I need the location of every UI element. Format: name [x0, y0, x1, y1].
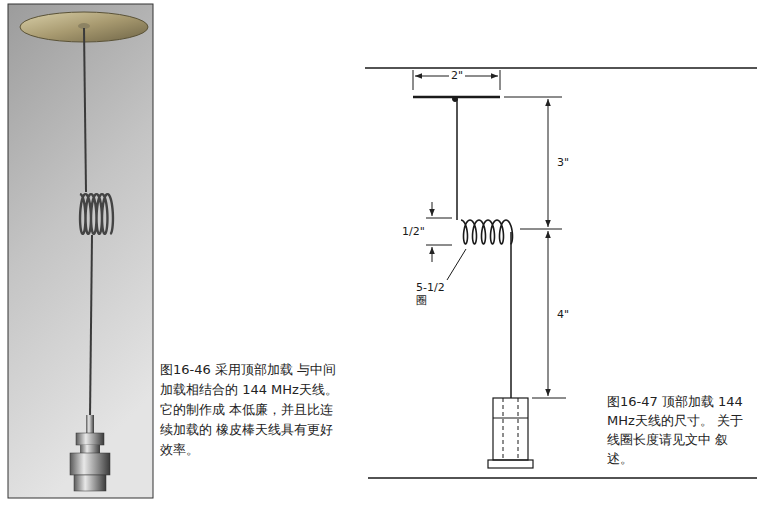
- coil-photo: [80, 194, 113, 234]
- dimension-label: 2": [449, 69, 465, 82]
- antenna-photo: [8, 4, 153, 498]
- figure-caption: 图16-46 采用顶部加载 与中间加载相结合的 144 MHz天线。它的制作成 …: [160, 360, 338, 460]
- turns-label: 5-1/2 圈: [414, 281, 458, 307]
- dimension-label: 4": [555, 308, 571, 321]
- dimension-drawing: [365, 68, 757, 478]
- dimension-label: 1/2": [400, 225, 427, 238]
- dimension-label: 3": [555, 156, 571, 169]
- coil-symbol: [461, 220, 512, 244]
- figure-caption: 图16-47 顶部加载 144 MHz天线的尺寸。 关于线圈长度请见文中 叙述。: [607, 392, 753, 468]
